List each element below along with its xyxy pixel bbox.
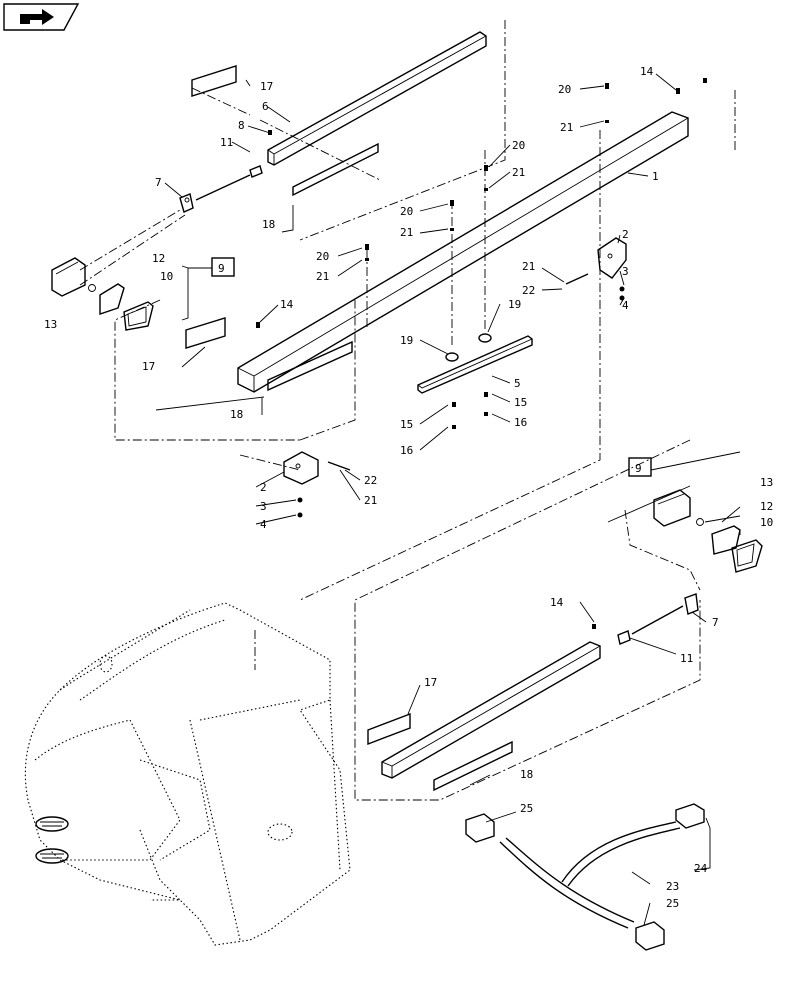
callout-label: 2 <box>622 228 629 241</box>
callout-label: 9 <box>218 262 225 275</box>
callout-label: 21 <box>512 166 525 179</box>
callout-label: 24 <box>694 862 708 875</box>
callout-label: 3 <box>622 265 629 278</box>
callout-label: 25 <box>666 897 679 910</box>
leader-path <box>191 87 381 181</box>
callout-label: 8 <box>238 119 245 132</box>
callout-label: 20 <box>558 83 571 96</box>
callout-label: 7 <box>155 176 162 189</box>
callout-label: 21 <box>560 121 573 134</box>
callout-label: 16 <box>514 416 527 429</box>
callout-label: 20 <box>316 250 329 263</box>
callout-label: 10 <box>760 516 773 529</box>
callout-label: 19 <box>400 334 413 347</box>
callout-label: 12 <box>152 252 165 265</box>
callout-label: 14 <box>640 65 654 78</box>
lower-assembly-outline <box>354 439 701 801</box>
next-page-arrow-icon <box>20 9 54 25</box>
reflector-strip <box>367 712 411 746</box>
callout-label: 19 <box>508 298 521 311</box>
callout-label: 1 <box>652 170 659 183</box>
callout-label: 11 <box>220 136 233 149</box>
callout-label: 9 <box>635 462 642 475</box>
reflector-strip <box>292 142 379 197</box>
main-rail <box>237 111 689 393</box>
callout-label: 22 <box>364 474 377 487</box>
callout-label: 14 <box>280 298 294 311</box>
callout-label: 14 <box>550 596 564 609</box>
lower-rail <box>381 641 601 779</box>
callout-label: 4 <box>622 299 629 312</box>
callout-label: 21 <box>364 494 377 507</box>
callout-label: 15 <box>400 418 413 431</box>
callout-label: 18 <box>262 218 275 231</box>
tractor-fender <box>24 602 351 946</box>
callout-label: 21 <box>400 226 413 239</box>
callout-label: 17 <box>260 80 273 93</box>
upper-rail <box>267 31 487 166</box>
callout-label: 10 <box>160 270 173 283</box>
next-page-button[interactable] <box>3 3 80 31</box>
footstep <box>35 816 69 864</box>
callout-label: 20 <box>400 205 413 218</box>
callout-label: 16 <box>400 444 413 457</box>
callout-label: 5 <box>514 377 521 390</box>
mounting-bracket <box>565 237 627 301</box>
callout-label: 17 <box>142 360 155 373</box>
warning-lamp <box>653 489 763 573</box>
callout-label: 6 <box>262 100 269 113</box>
leader-lines <box>155 73 741 926</box>
callout-box <box>628 457 652 477</box>
callout-label: 25 <box>520 802 533 815</box>
fasteners <box>256 78 707 328</box>
callout-label: 20 <box>512 139 525 152</box>
callout-label: 2 <box>260 481 267 494</box>
callout-label: 12 <box>760 500 773 513</box>
callout-label: 3 <box>260 500 267 513</box>
reflector-strip <box>191 65 237 97</box>
callout-label: 21 <box>316 270 329 283</box>
callout-label: 23 <box>666 880 679 893</box>
mounting-bracket <box>283 451 351 518</box>
callout-box <box>211 257 235 277</box>
callout-label: 13 <box>760 476 773 489</box>
channel-bracket <box>417 333 533 429</box>
callout-label: 15 <box>514 396 527 409</box>
center-assembly-outline <box>299 90 736 601</box>
wiring-harness <box>465 803 705 951</box>
callout-label: 21 <box>522 260 535 273</box>
lamp-bracket <box>179 130 272 213</box>
callout-label: 11 <box>680 652 693 665</box>
callout-labels: 17 6 8 11 7 18 9 12 10 13 20 21 14 20 21… <box>44 65 773 910</box>
reflector-strip <box>433 740 513 792</box>
callout-label: 17 <box>424 676 437 689</box>
callout-label: 13 <box>44 318 57 331</box>
reflector-strip <box>267 340 353 392</box>
callout-label: 18 <box>230 408 243 421</box>
callout-label: 18 <box>520 768 533 781</box>
warning-lamp <box>51 257 154 331</box>
callout-label: 4 <box>260 518 267 531</box>
reflector-strip <box>185 317 226 349</box>
lamp-bracket <box>592 593 699 645</box>
callout-label: 22 <box>522 284 535 297</box>
callout-label: 7 <box>712 616 719 629</box>
